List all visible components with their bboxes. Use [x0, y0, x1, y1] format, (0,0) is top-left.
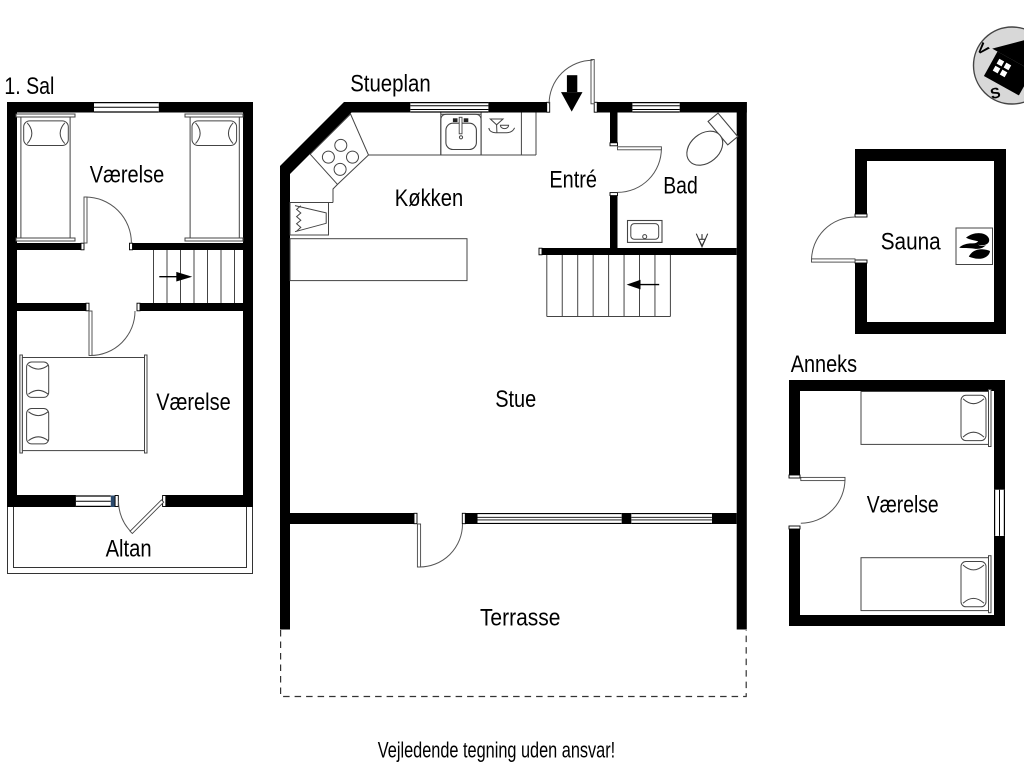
svg-text:Bad: Bad	[663, 173, 698, 200]
svg-text:Stue: Stue	[495, 386, 536, 413]
svg-text:Køkken: Køkken	[395, 185, 463, 212]
svg-text:Terrasse: Terrasse	[480, 605, 561, 632]
svg-text:Sauna: Sauna	[881, 228, 941, 255]
svg-text:Vejledende tegning uden ansvar: Vejledende tegning uden ansvar!	[378, 737, 615, 762]
svg-text:Entré: Entré	[549, 167, 597, 194]
svg-text:Værelse: Værelse	[90, 161, 165, 188]
svg-text:Stueplan: Stueplan	[350, 70, 431, 97]
svg-text:Anneks: Anneks	[791, 351, 857, 378]
svg-text:S: S	[989, 84, 1002, 103]
svg-text:Værelse: Værelse	[156, 389, 231, 416]
svg-text:Altan: Altan	[106, 536, 152, 563]
svg-text:Værelse: Værelse	[867, 491, 939, 518]
svg-text:1. Sal: 1. Sal	[4, 73, 54, 100]
